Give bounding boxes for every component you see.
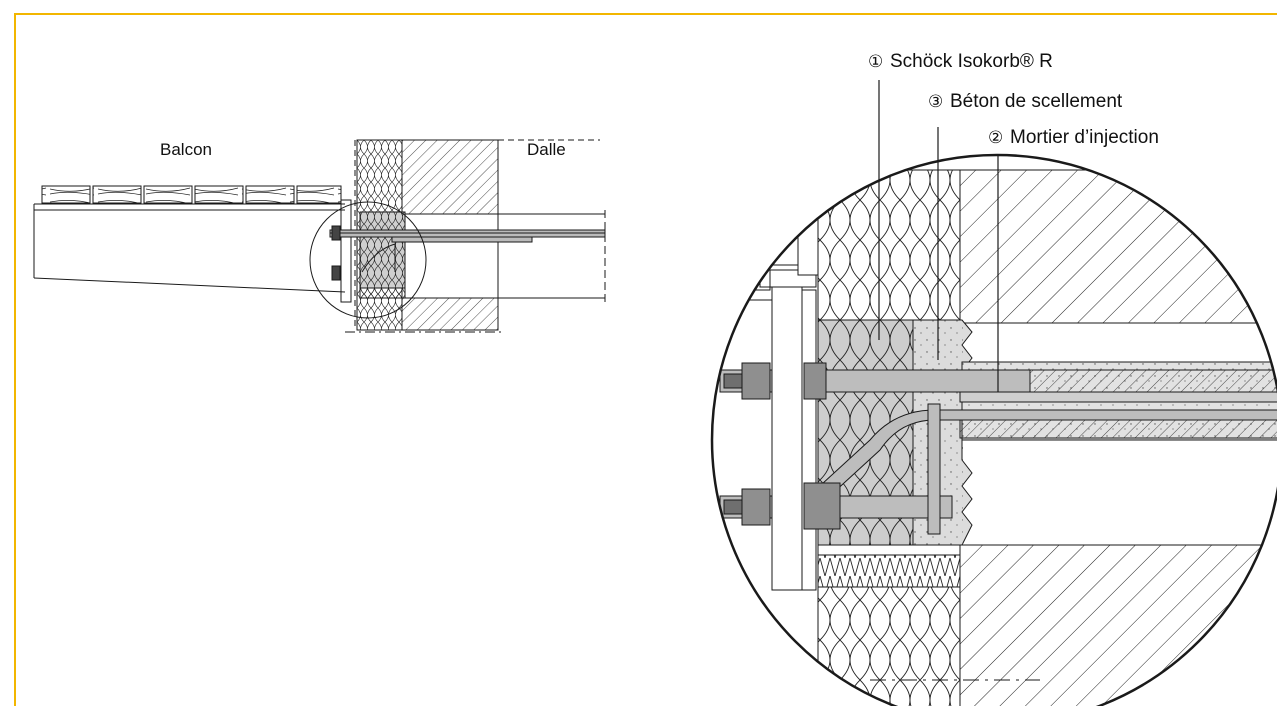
- callout-sealing-concrete: ③ Béton de scellement: [928, 91, 1123, 112]
- insulation-strip: [817, 554, 961, 588]
- lower-wall-concrete: [959, 544, 1277, 706]
- label-dalle: Dalle: [527, 140, 566, 159]
- callout-text-3: Béton de scellement: [950, 91, 1123, 112]
- overview-drawing: [33, 139, 606, 333]
- deck-boards: [41, 185, 342, 204]
- callout-injection-mortar: ② Mortier d’injection: [988, 127, 1159, 148]
- end-plate: [771, 284, 803, 591]
- nut-lower-inner: [803, 482, 841, 530]
- balcony-beam: [33, 203, 346, 293]
- leader-lines: [878, 80, 999, 392]
- upper-wall-concrete: [959, 169, 1277, 324]
- end-plate: [340, 199, 352, 303]
- label-balcon: Balcon: [160, 140, 212, 159]
- callout-number-3: ③: [928, 92, 943, 111]
- callout-text-2: Mortier d’injection: [1010, 127, 1159, 148]
- detail-marker-circle: [309, 201, 427, 319]
- detail-enlargement: [710, 153, 1277, 706]
- callout-number-1: ①: [868, 52, 883, 71]
- upper-wall-insulation: [817, 169, 961, 321]
- nut-upper-inner: [803, 362, 827, 400]
- floor-slab: [402, 210, 606, 302]
- nut-upper-outer: [741, 362, 771, 400]
- callout-isokorb: ① Schöck Isokorb® R: [868, 51, 1053, 72]
- callout-text-1: Schöck Isokorb® R: [890, 51, 1053, 72]
- callout-number-2: ②: [988, 128, 1003, 147]
- bent-bar: [809, 409, 1277, 506]
- lower-wall-insulation: [817, 584, 961, 706]
- nut-lower-outer: [741, 488, 771, 526]
- figure-frame: [14, 13, 1277, 706]
- detail-circle: [710, 153, 1277, 706]
